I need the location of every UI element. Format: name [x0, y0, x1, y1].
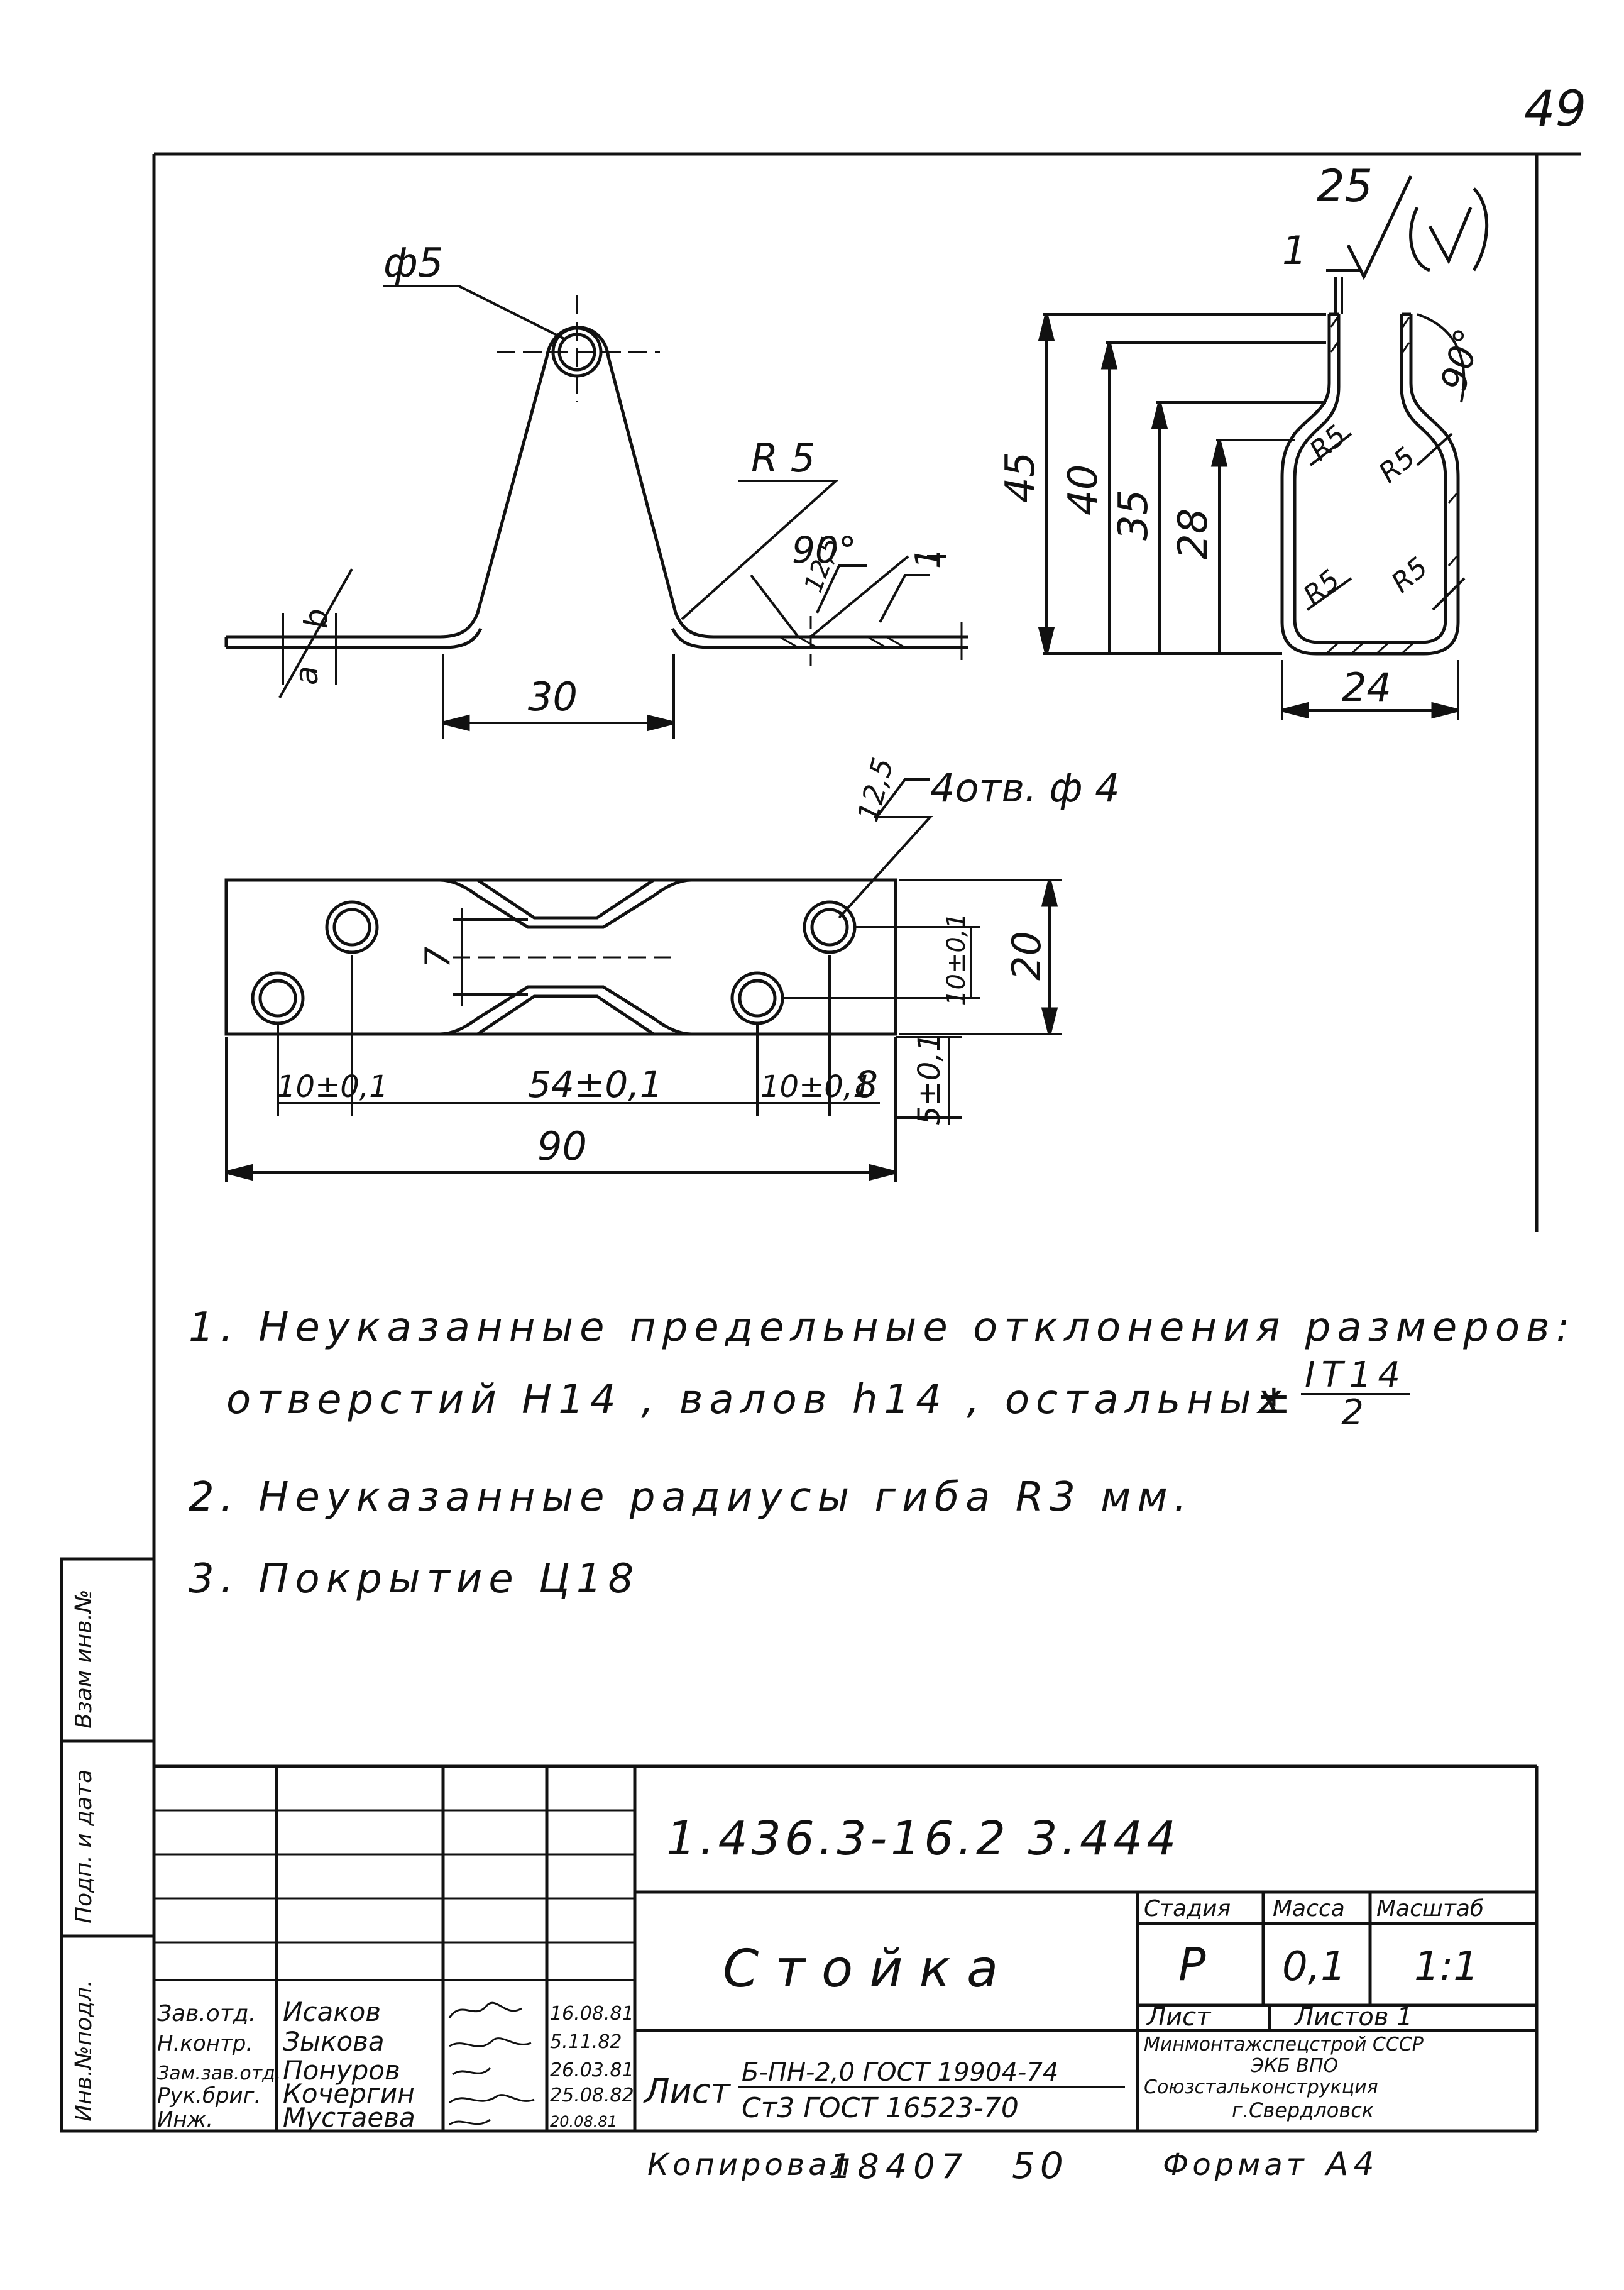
- doc-number: 1.436.3-16.2 3.444: [666, 1812, 1180, 1866]
- section-angle: 90°: [1434, 324, 1489, 395]
- side-view: [224, 285, 968, 739]
- strip-inv-podl: Инв.№подл.: [71, 1980, 97, 2122]
- dim-28: 28: [1170, 509, 1217, 559]
- strip-vzam-inv: Взам инв.№: [71, 1589, 97, 1729]
- date-4: 25.08.82: [550, 2084, 634, 2106]
- stage-value: Р: [1178, 1938, 1206, 1991]
- org-line-2: ЭКБ ВПО: [1250, 2055, 1338, 2077]
- name-4: Кочергин: [283, 2078, 415, 2109]
- role-1: Зав.отд.: [157, 2001, 256, 2027]
- stage-label: Стадия: [1144, 1896, 1231, 1922]
- hole-diameter-label: ф5: [383, 240, 443, 287]
- plus-minus: ±: [1257, 1377, 1297, 1423]
- date-3: 26.03.81: [550, 2059, 634, 2081]
- name-5: Мустаева: [283, 2102, 415, 2133]
- name-3: Понуров: [283, 2055, 400, 2086]
- page-number: 49: [1524, 81, 1586, 138]
- left-strip: [60, 1557, 156, 2133]
- signatures: [448, 2001, 535, 2126]
- radius-3: R5: [1297, 564, 1346, 612]
- strip-podp-data: Подп. и дата: [71, 1770, 97, 1924]
- copied-label: Копировал: [647, 2147, 853, 2183]
- date-2: 5.11.82: [550, 2031, 622, 2053]
- title-block-grid: [154, 1764, 1537, 2131]
- radius-4: R5: [1385, 551, 1434, 600]
- scale-label: Масштаб: [1376, 1896, 1484, 1922]
- note-1-line-1: 1. Неуказанные предельные отклонения раз…: [189, 1304, 1576, 1351]
- sheets-label: Листов 1: [1293, 2003, 1413, 2032]
- tolerance-fraction: IT14 2: [1301, 1358, 1410, 1431]
- note-3: 3. Покрытие Ц18: [189, 1556, 640, 1602]
- note-2: 2. Неуказанные радиусы гиба R3 мм.: [189, 1474, 1193, 1521]
- fraction-numerator: IT14: [1301, 1358, 1410, 1395]
- dim-5-tol: 5±0,1: [912, 1033, 947, 1125]
- thickness-label: 1: [908, 548, 948, 569]
- name-2: Зыкова: [283, 2026, 385, 2057]
- copy-num: 50: [1012, 2144, 1068, 2187]
- org-line-1: Минмонтажспецстрой СССР: [1144, 2034, 1424, 2056]
- date-1: 16.08.81: [550, 2003, 634, 2025]
- dim-45: 45: [997, 452, 1044, 503]
- dim-20: 20: [1004, 931, 1050, 981]
- angle-label: 90°: [792, 529, 857, 571]
- org-line-4: г.Свердловск: [1232, 2098, 1374, 2122]
- holes-roughness: 12,5: [850, 754, 900, 825]
- material-prefix: Лист: [643, 2071, 731, 2111]
- section-thickness: 1: [1282, 228, 1307, 273]
- section-width: 24: [1342, 664, 1391, 710]
- dim-40: 40: [1060, 465, 1107, 515]
- fraction-denominator: 2: [1341, 1392, 1370, 1433]
- dim-7: 7: [418, 947, 458, 968]
- material-top: Б-ПН-2,0 ГОСТ 19904-74: [742, 2058, 1058, 2087]
- dim-10-tol: 10±0,1: [942, 913, 971, 1006]
- dim-35: 35: [1111, 490, 1157, 541]
- role-3: Зам.зав.отд.: [157, 2062, 281, 2084]
- base-width-dim: 30: [528, 674, 578, 720]
- label-a: a: [288, 666, 325, 685]
- date-5: 20.08.81: [550, 2113, 617, 2130]
- mass-value: 0,1: [1282, 1944, 1346, 1990]
- bend-radius-label: R 5: [751, 435, 815, 481]
- overall-length: 90: [537, 1123, 587, 1169]
- role-5: Инж.: [157, 2107, 213, 2132]
- scale-value: 1:1: [1414, 1944, 1479, 1990]
- dim-right: 10±0,1: [760, 1069, 872, 1104]
- copy-code: 18407: [830, 2147, 969, 2186]
- dim-left: 10±0,1: [277, 1069, 388, 1104]
- label-b: b: [298, 608, 334, 629]
- section-view: [1038, 175, 1489, 720]
- part-name: Стойка: [723, 1939, 1014, 1999]
- plan-view: [224, 778, 1062, 1182]
- dim-8: 8: [855, 1063, 878, 1106]
- role-4: Рук.бриг.: [157, 2083, 261, 2108]
- format-value: А4: [1324, 2145, 1380, 2183]
- format-label: Формат: [1163, 2147, 1308, 2183]
- note-1-line-2: отверстий Н14 , валов h14 , остальных: [226, 1377, 1288, 1423]
- mass-label: Масса: [1273, 1896, 1345, 1922]
- sheet-label: Лист: [1146, 2003, 1212, 2032]
- material-bottom: Ст3 ГОСТ 16523-70: [742, 2092, 1019, 2124]
- dim-mid: 54±0,1: [528, 1063, 663, 1106]
- holes-label: 4отв. ф 4: [930, 765, 1120, 811]
- roughness-value: 25: [1317, 160, 1373, 212]
- name-1: Исаков: [283, 1996, 381, 2027]
- role-2: Н.контр.: [157, 2031, 253, 2056]
- radius-2: R5: [1373, 441, 1422, 490]
- org-line-3: Союзстальконструкция: [1144, 2076, 1378, 2098]
- radius-1: R5: [1303, 419, 1352, 468]
